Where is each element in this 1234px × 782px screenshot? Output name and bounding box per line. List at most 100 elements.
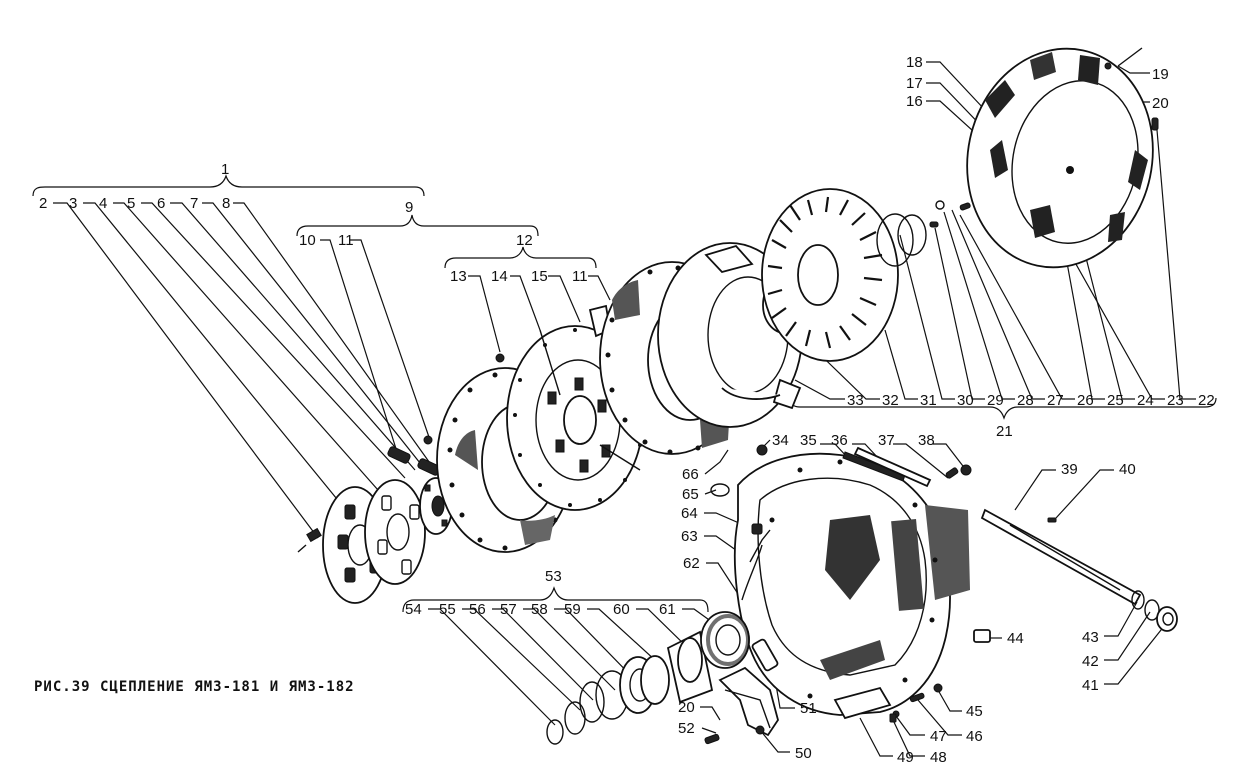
- label-52: 52: [678, 720, 695, 737]
- label-31: 31: [920, 392, 937, 409]
- part-11-rivet: [423, 435, 433, 445]
- group-brace-1: [32, 174, 425, 197]
- label-30: 30: [957, 392, 974, 409]
- label-26: 26: [1077, 392, 1094, 409]
- part-63-hose: [749, 529, 771, 563]
- label-34: 34: [772, 432, 789, 449]
- label-40: 40: [1119, 461, 1136, 478]
- label-64: 64: [681, 505, 698, 522]
- label-35: 35: [800, 432, 817, 449]
- part-37-bolt: [945, 467, 959, 479]
- label-13: 13: [450, 268, 467, 285]
- label-25: 25: [1107, 392, 1124, 409]
- label-20-a: 20: [1152, 95, 1169, 112]
- label-7: 7: [190, 195, 198, 212]
- part-46-bolt: [909, 692, 925, 703]
- label-59: 59: [564, 601, 581, 618]
- label-60: 60: [613, 601, 630, 618]
- label-44: 44: [1007, 630, 1024, 647]
- label-2: 2: [39, 195, 47, 212]
- label-39: 39: [1061, 461, 1078, 478]
- label-22: 22: [1198, 392, 1215, 409]
- label-3: 3: [69, 195, 77, 212]
- label-38: 38: [918, 432, 935, 449]
- label-37: 37: [878, 432, 895, 449]
- part-50-fork: [718, 666, 779, 737]
- label-16: 16: [906, 93, 923, 110]
- label-32: 32: [882, 392, 899, 409]
- part-2-screw: [297, 527, 322, 553]
- part-60-sleeve: [666, 630, 714, 704]
- part-51-shaft: [751, 638, 779, 672]
- label-63: 63: [681, 528, 698, 545]
- part-52-bolt: [704, 733, 720, 745]
- label-57: 57: [500, 601, 517, 618]
- part-22-bolt: [1151, 117, 1159, 131]
- part-19-bolt: [1117, 47, 1143, 67]
- label-10: 10: [299, 232, 316, 249]
- label-1: 1: [221, 161, 229, 178]
- label-18: 18: [906, 54, 923, 71]
- group-brace-21: [789, 397, 1217, 420]
- part-49-cover: [833, 686, 892, 720]
- label-33: 33: [847, 392, 864, 409]
- label-66: 66: [682, 466, 699, 483]
- number-labels: 1 2 3 4 5 6 7 8 9 10 11 12 13 14 15 11 1…: [39, 54, 1215, 766]
- part-25-clutch-cover: [966, 47, 1154, 269]
- label-20-b: 20: [678, 699, 695, 716]
- label-29: 29: [987, 392, 1004, 409]
- label-58: 58: [531, 601, 548, 618]
- label-62: 62: [683, 555, 700, 572]
- part-8-spring: [387, 446, 411, 464]
- group-brace-9: [296, 214, 539, 237]
- part-62-tube: [741, 544, 763, 601]
- part-27-bolt: [959, 202, 971, 211]
- part-44-block: [973, 629, 991, 643]
- part-housing: [734, 452, 970, 716]
- label-51: 51: [800, 700, 817, 717]
- label-14: 14: [491, 268, 508, 285]
- part-54-snap-ring: [546, 719, 564, 745]
- part-64-fitting: [751, 523, 763, 535]
- group-brace-53: [402, 586, 709, 613]
- figure-caption: РИС.39 СЦЕПЛЕНИЕ ЯМЗ-181 И ЯМЗ-182: [34, 679, 355, 695]
- part-65-ring: [710, 483, 730, 497]
- label-48: 48: [930, 749, 947, 766]
- part-31-diaphragm-spring: [761, 188, 899, 362]
- label-11-b: 11: [572, 268, 588, 285]
- part-38-nut: [960, 464, 972, 476]
- label-36: 36: [831, 432, 848, 449]
- label-28: 28: [1017, 392, 1034, 409]
- part-48-bolt: [889, 713, 897, 723]
- label-19: 19: [1152, 66, 1169, 83]
- label-49: 49: [897, 749, 914, 766]
- label-9: 9: [405, 199, 413, 216]
- label-56: 56: [469, 601, 486, 618]
- label-17: 17: [906, 75, 923, 92]
- label-5: 5: [127, 195, 135, 212]
- label-54: 54: [405, 601, 422, 618]
- label-41: 41: [1082, 677, 1099, 694]
- label-11-a: 11: [338, 232, 354, 249]
- label-21: 21: [996, 423, 1013, 440]
- label-4: 4: [99, 195, 107, 212]
- label-8: 8: [222, 195, 230, 212]
- label-6: 6: [157, 195, 165, 212]
- part-42-ring: [1144, 599, 1160, 621]
- label-55: 55: [439, 601, 456, 618]
- part-13-rivet: [495, 353, 505, 363]
- label-42: 42: [1082, 653, 1099, 670]
- part-45-nut: [933, 683, 943, 693]
- label-43: 43: [1082, 629, 1099, 646]
- leader-lines: [53, 61, 1196, 757]
- part-39-shaft: [980, 508, 1142, 606]
- label-53: 53: [545, 568, 562, 585]
- label-47: 47: [930, 728, 947, 745]
- label-61: 61: [659, 601, 676, 618]
- part-56-ring: [579, 681, 605, 723]
- part-20-washer: [1104, 62, 1112, 70]
- label-50: 50: [795, 745, 812, 762]
- label-15: 15: [531, 268, 548, 285]
- part-28-washer: [935, 200, 945, 210]
